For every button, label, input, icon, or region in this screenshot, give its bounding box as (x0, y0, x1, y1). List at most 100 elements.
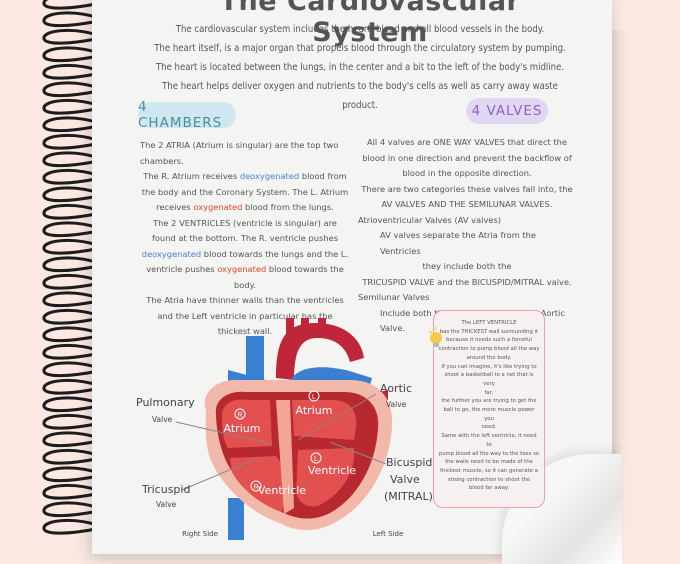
binding-ring (42, 326, 104, 343)
intro-line: The heart helps deliver oxygen and nutri… (162, 81, 558, 111)
bicuspid-pointer (329, 441, 387, 465)
text-span: blood towards the lungs and the L. ventr… (146, 248, 349, 275)
intro-text: The cardiovascular system includes the h… (150, 20, 570, 115)
left-atrium (292, 400, 357, 440)
spiral-binding (42, 0, 105, 535)
binding-ring (42, 361, 104, 378)
binding-ring (42, 448, 104, 465)
tip-text: The LEFT VENTRICLE has the THICKEST wall… (438, 319, 540, 493)
binding-ring (42, 0, 104, 10)
tip-line: contraction to pump blood all the way (438, 346, 540, 353)
text-span: The R. Atrium receives (143, 171, 238, 181)
tip-line: because it needs such a forceful (446, 337, 532, 344)
page-title: The Cardiovascular System (219, 0, 521, 48)
r-mark-text: R (237, 412, 242, 419)
l-mark-text: L (314, 456, 318, 463)
tip-line: strong contraction to shoot the (447, 476, 531, 483)
intro-line: The cardiovascular system includes the h… (175, 24, 545, 35)
inferior-vena-cava (228, 498, 244, 540)
tricuspid-valve-label: Valve (156, 500, 177, 509)
binding-ring (42, 133, 104, 150)
l-mark (310, 452, 322, 464)
pulmonary-pointer (175, 421, 273, 445)
av-heading: Atrioventricular Valves (AV valves) (358, 214, 502, 225)
tip-line: If you can imagine, it's like trying to (441, 363, 537, 370)
tip-line: shoot a basketball to a net that is very (444, 372, 534, 387)
heart-diagram: R Atrium L Atrium R Ventricle L Ventricl… (175, 318, 404, 540)
l-mark (308, 390, 320, 402)
tip-line: blood far away. (468, 485, 510, 492)
tip-line: the further you are trying to get the (441, 398, 537, 405)
text-span: blood towards the body. (234, 264, 344, 290)
binding-ring (42, 378, 104, 395)
chambers-heading: 4 CHAMBERS (138, 99, 236, 131)
binding-ring (42, 28, 104, 45)
binding-ring (42, 221, 104, 238)
semilunar-heading: Semilunar Valves (358, 292, 430, 302)
lightbulb-icon (428, 327, 444, 347)
walls-paragraph: The Atria have thinner walls than the ve… (146, 295, 344, 336)
aortic-branch (301, 318, 309, 328)
binding-ring (42, 308, 104, 325)
atria-paragraph: The 2 ATRIA (Atrium is singular) are the… (140, 140, 339, 166)
right-ventricle (230, 456, 286, 512)
binding-ring (42, 46, 104, 63)
left-ventricle (296, 448, 355, 507)
text-span: blood from the body and the Coronary Sys… (141, 171, 349, 212)
tip-line: has the THICKEST wall surrounding it (439, 328, 539, 335)
tip-line: Same with the left ventricle, it need to (441, 433, 537, 448)
valves-heading: 4 VALVES (466, 98, 548, 124)
oxygenated-term: oxygenated (217, 264, 267, 274)
right-ventricle-label: Ventricle (258, 484, 306, 497)
ventricles-paragraph: The 2 VENTRICLES (ventricle is singular)… (140, 216, 350, 294)
left-atrium-label: Atrium (296, 404, 333, 417)
binding-ring (42, 116, 104, 133)
mitral-label: (MITRAL) (384, 490, 433, 503)
chambers-text: The 2 ATRIA (Atrium is singular) are the… (140, 138, 350, 340)
tip-line: ball to go, the more muscle power you (443, 407, 535, 422)
aortic-branch (318, 318, 326, 326)
binding-ring (42, 98, 104, 115)
tip-line: pump blood all the way to the toes so (438, 450, 540, 457)
page-shadow (612, 30, 626, 530)
left-ventricle-label: Ventricle (308, 464, 356, 477)
right-side-label: Right Side (182, 530, 218, 538)
tip-line: The LEFT VENTRICLE (461, 320, 517, 326)
av-line-3: TRICUSPID VALVE and the BICUSPID/MITRAL … (362, 276, 572, 287)
right-atrium-label: Atrium (224, 422, 261, 435)
r-mark-text: R (253, 484, 258, 491)
tricuspid-label: Tricuspid (142, 483, 191, 496)
bicuspid-label: Bicuspid (386, 456, 433, 469)
binding-ring (42, 168, 104, 185)
binding-ring (42, 238, 104, 255)
binding-ring (42, 63, 104, 80)
tip-line: far, (484, 389, 494, 396)
binding-ring (42, 203, 104, 220)
binding-ring (42, 256, 104, 273)
left-side-label: Left Side (373, 530, 404, 538)
binding-ring (42, 466, 104, 483)
deoxygenated-term: deoxygenated (239, 171, 300, 181)
atria-detail: The R. Atrium receives deoxygenated bloo… (140, 169, 350, 216)
aortic-branch (286, 318, 294, 336)
binding-ring (42, 186, 104, 203)
tip-line: the walls need to be made of the (445, 459, 533, 466)
tricuspid-pointer (181, 457, 259, 491)
r-mark (250, 480, 262, 492)
av-line-1: AV valves separate the Atria from the Ve… (380, 230, 537, 256)
r-mark (234, 408, 246, 420)
binding-ring (42, 343, 104, 360)
pulmonary-artery (286, 367, 372, 406)
aortic-valve-label: Valve (386, 400, 407, 409)
binding-ring (42, 501, 104, 518)
binding-ring (42, 11, 104, 28)
oxygenated-term: oxygenated (193, 202, 243, 212)
pulmonary-valve-label: Valve (152, 415, 173, 424)
binding-ring (42, 291, 104, 308)
valves-text: All 4 valves are ONE WAY VALVES that dir… (358, 135, 576, 337)
valves-p1: All 4 valves are ONE WAY VALVES that dir… (362, 137, 572, 178)
aortic-label: Aortic (380, 382, 413, 395)
l-mark-text: L (312, 394, 316, 401)
binding-ring (42, 483, 104, 500)
av-line-2: they include both the (422, 261, 512, 271)
